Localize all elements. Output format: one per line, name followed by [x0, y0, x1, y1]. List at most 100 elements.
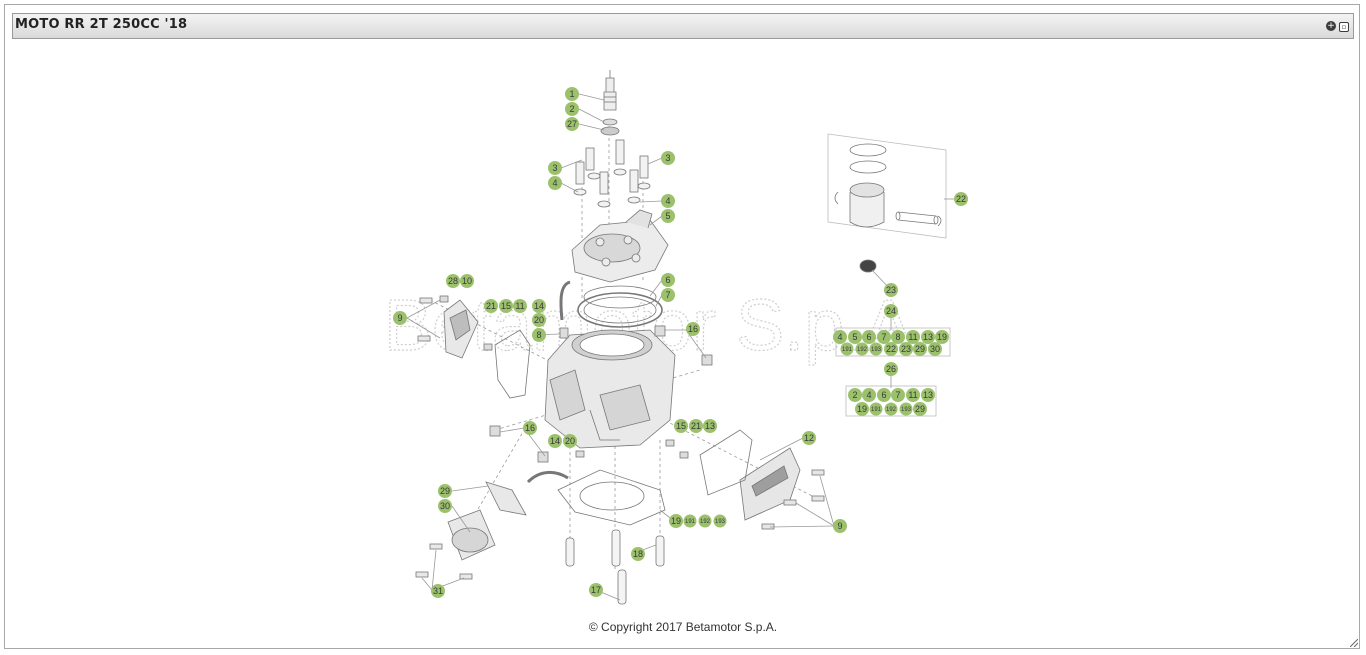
- part-callout-7[interactable]: 7: [877, 330, 891, 344]
- part-callout-193[interactable]: 193: [713, 514, 727, 528]
- part-callout-7[interactable]: 7: [891, 388, 905, 402]
- svg-text:2: 2: [852, 390, 857, 400]
- part-callout-16[interactable]: 16: [523, 421, 537, 435]
- part-callout-19[interactable]: 19: [935, 330, 949, 344]
- part-callout-11[interactable]: 11: [906, 388, 920, 402]
- svg-text:3: 3: [665, 153, 670, 163]
- svg-text:5: 5: [852, 332, 857, 342]
- part-callout-29[interactable]: 29: [438, 484, 452, 498]
- part-callout-191[interactable]: 191: [840, 342, 854, 356]
- minimize-window-icon[interactable]: ▫: [1339, 22, 1349, 32]
- part-callout-192[interactable]: 192: [698, 514, 712, 528]
- part-callout-19[interactable]: 19: [669, 514, 683, 528]
- svg-text:193: 193: [871, 347, 882, 353]
- cylinder-block: [544, 329, 676, 449]
- part-callout-15[interactable]: 15: [499, 299, 513, 313]
- part-callout-29[interactable]: 29: [913, 342, 927, 356]
- part-callout-23[interactable]: 23: [899, 342, 913, 356]
- svg-text:27: 27: [567, 119, 577, 129]
- svg-text:23: 23: [901, 344, 911, 354]
- part-callout-4[interactable]: 4: [862, 388, 876, 402]
- part-callout-21[interactable]: 21: [484, 299, 498, 313]
- part-callout-8[interactable]: 8: [891, 330, 905, 344]
- part-callout-26[interactable]: 26: [884, 362, 898, 376]
- panel-header: MOTO RR 2T 250CC '18 + ▫: [12, 13, 1354, 39]
- part-callout-22[interactable]: 22: [954, 192, 968, 206]
- svg-text:11: 11: [908, 390, 917, 400]
- svg-text:2: 2: [569, 104, 574, 114]
- part-callout-191[interactable]: 191: [869, 402, 883, 416]
- part-callout-3[interactable]: 3: [548, 161, 562, 175]
- part-callout-19[interactable]: 19: [855, 402, 869, 416]
- cylinder-head: [571, 209, 669, 283]
- svg-text:23: 23: [886, 285, 896, 295]
- plus-circle-icon[interactable]: +: [1326, 21, 1336, 31]
- part-callout-6[interactable]: 6: [661, 273, 675, 287]
- svg-text:9: 9: [397, 313, 402, 323]
- part-callout-13[interactable]: 13: [703, 419, 717, 433]
- part-callout-21[interactable]: 21: [689, 419, 703, 433]
- svg-text:29: 29: [915, 344, 925, 354]
- part-callout-30[interactable]: 30: [438, 499, 452, 513]
- part-callout-31[interactable]: 31: [431, 584, 445, 598]
- part-callout-7[interactable]: 7: [661, 288, 675, 302]
- part-callout-23[interactable]: 23: [884, 283, 898, 297]
- part-callout-13[interactable]: 13: [921, 388, 935, 402]
- part-callout-15[interactable]: 15: [674, 419, 688, 433]
- svg-text:21: 21: [486, 301, 496, 311]
- part-callout-8[interactable]: 8: [532, 328, 546, 342]
- part-callout-4[interactable]: 4: [661, 194, 675, 208]
- part-callout-14[interactable]: 14: [548, 434, 562, 448]
- part-callout-6[interactable]: 6: [877, 388, 891, 402]
- part-callout-191[interactable]: 191: [683, 514, 697, 528]
- part-callout-11[interactable]: 11: [906, 330, 920, 344]
- panel-title: MOTO RR 2T 250CC '18: [15, 17, 188, 32]
- part-callout-192[interactable]: 192: [884, 402, 898, 416]
- part-callout-2[interactable]: 2: [565, 102, 579, 116]
- part-callout-4[interactable]: 4: [548, 176, 562, 190]
- part-callout-30[interactable]: 30: [928, 342, 942, 356]
- part-callout-20[interactable]: 20: [532, 313, 546, 327]
- part-callout-13[interactable]: 13: [921, 330, 935, 344]
- part-callout-193[interactable]: 193: [899, 402, 913, 416]
- part-callout-27[interactable]: 27: [565, 117, 579, 131]
- svg-text:6: 6: [881, 390, 886, 400]
- part-callout-3[interactable]: 3: [661, 151, 675, 165]
- svg-text:29: 29: [915, 404, 925, 414]
- part-callout-12[interactable]: 12: [802, 431, 816, 445]
- part-callout-24[interactable]: 24: [884, 304, 898, 318]
- svg-text:192: 192: [886, 407, 897, 413]
- svg-text:14: 14: [534, 301, 544, 311]
- part-callout-1[interactable]: 1: [565, 87, 579, 101]
- svg-text:6: 6: [665, 275, 670, 285]
- svg-text:7: 7: [895, 390, 900, 400]
- part-callout-5[interactable]: 5: [661, 209, 675, 223]
- part-callout-193[interactable]: 193: [869, 342, 883, 356]
- part-callout-18[interactable]: 18: [631, 547, 645, 561]
- part-callout-5[interactable]: 5: [848, 330, 862, 344]
- part-callout-192[interactable]: 192: [855, 342, 869, 356]
- svg-text:19: 19: [857, 404, 867, 414]
- svg-text:14: 14: [550, 436, 560, 446]
- part-callout-2[interactable]: 2: [848, 388, 862, 402]
- svg-text:28: 28: [448, 276, 458, 286]
- svg-text:16: 16: [688, 324, 698, 334]
- part-callout-20[interactable]: 20: [563, 434, 577, 448]
- part-callout-4[interactable]: 4: [833, 330, 847, 344]
- part-callout-16[interactable]: 16: [686, 322, 700, 336]
- part-callout-22[interactable]: 22: [884, 342, 898, 356]
- part-callout-9[interactable]: 9: [833, 519, 847, 533]
- part-callout-17[interactable]: 17: [589, 583, 603, 597]
- resize-grip-icon[interactable]: [1350, 639, 1358, 647]
- part-callout-9[interactable]: 9: [393, 311, 407, 325]
- part-callout-6[interactable]: 6: [862, 330, 876, 344]
- svg-text:31: 31: [433, 586, 443, 596]
- svg-text:26: 26: [886, 364, 896, 374]
- part-callout-29[interactable]: 29: [913, 402, 927, 416]
- svg-text:10: 10: [462, 276, 472, 286]
- part-callout-28[interactable]: 28: [446, 274, 460, 288]
- part-callout-11[interactable]: 11: [513, 299, 527, 313]
- part-callout-14[interactable]: 14: [532, 299, 546, 313]
- part-callout-10[interactable]: 10: [460, 274, 474, 288]
